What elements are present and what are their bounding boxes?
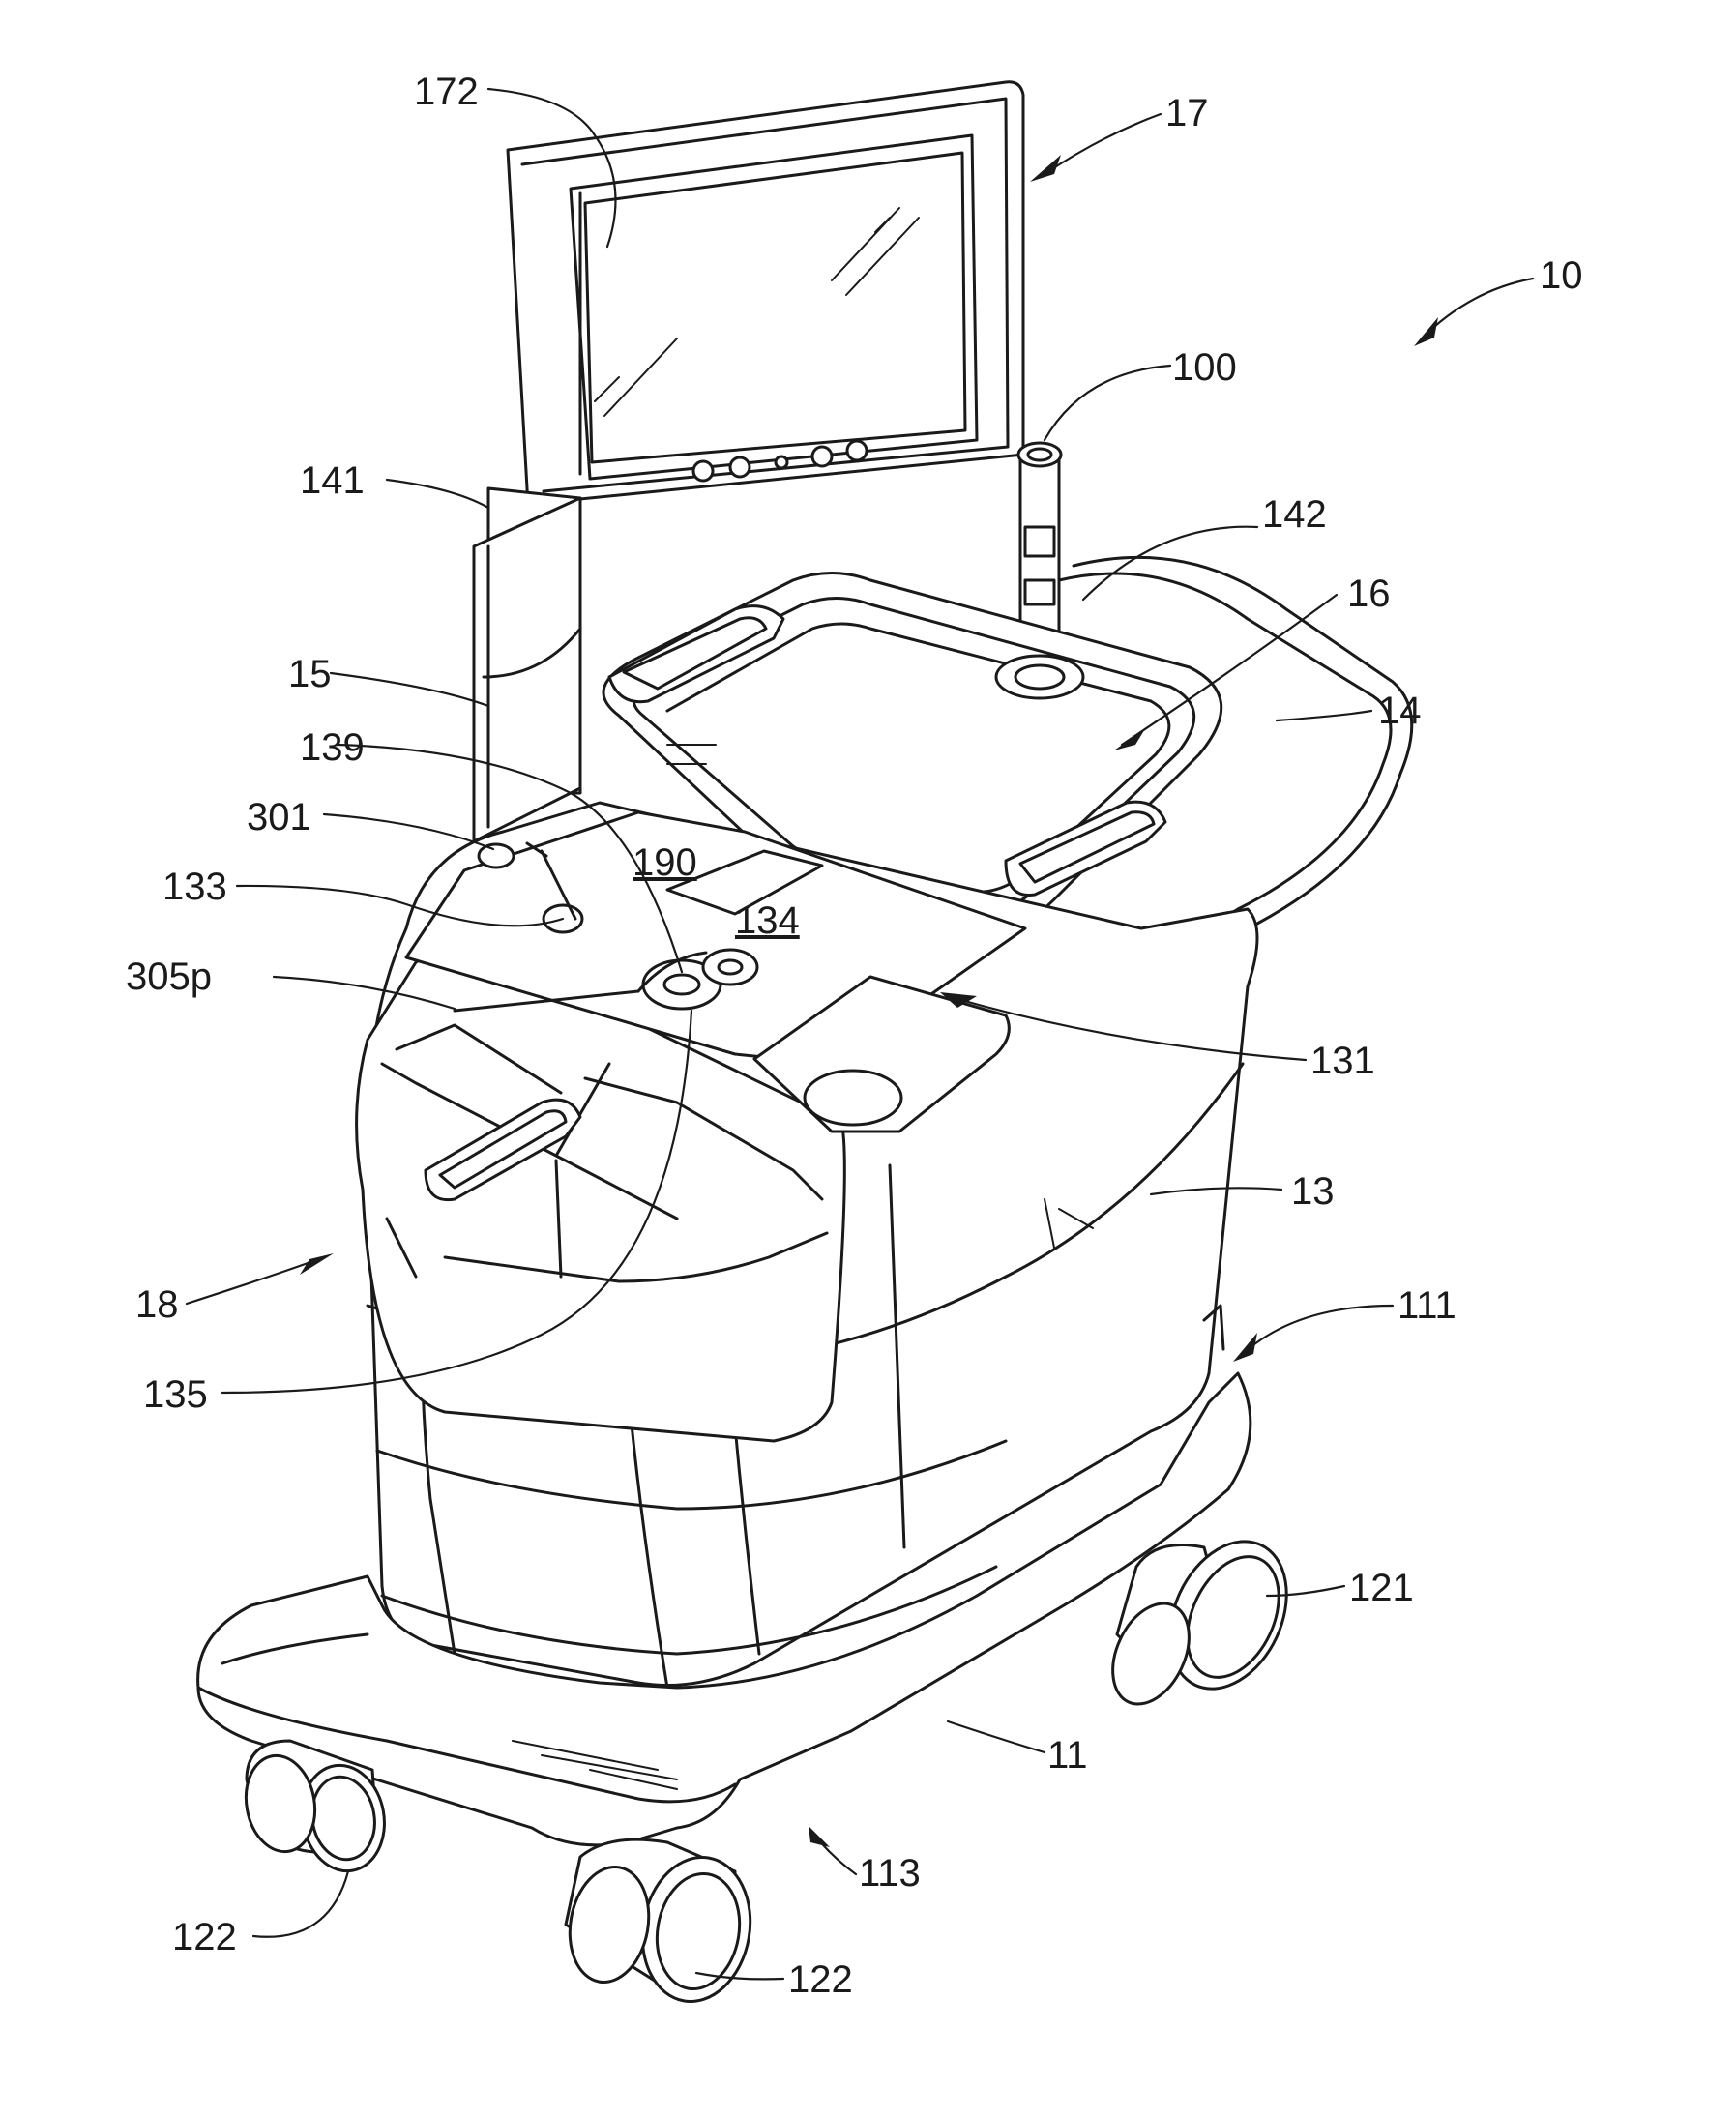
label-122-front: 122 — [788, 1958, 853, 2001]
side-holder — [474, 488, 580, 841]
label-17: 17 — [1165, 92, 1209, 134]
caster-wheel-122-front — [561, 1839, 761, 2010]
label-190: 190 — [633, 841, 697, 884]
label-111: 111 — [1398, 1284, 1456, 1327]
label-13: 13 — [1291, 1170, 1335, 1213]
label-134: 134 — [735, 899, 800, 942]
label-11: 11 — [1047, 1734, 1088, 1777]
label-10: 10 — [1540, 254, 1583, 297]
label-14: 14 — [1378, 690, 1422, 732]
label-100: 100 — [1172, 346, 1237, 389]
label-141: 141 — [300, 459, 365, 502]
label-121: 121 — [1349, 1567, 1414, 1609]
label-135: 135 — [143, 1373, 208, 1416]
label-113: 113 — [859, 1852, 921, 1895]
label-305p: 305p — [126, 956, 212, 998]
label-18: 18 — [135, 1283, 179, 1326]
label-15: 15 — [288, 653, 332, 695]
label-139: 139 — [300, 726, 365, 769]
label-122-left: 122 — [172, 1916, 237, 1958]
label-301: 301 — [247, 796, 311, 838]
display-monitor — [508, 82, 1023, 503]
label-172: 172 — [414, 71, 479, 113]
label-133: 133 — [162, 866, 227, 908]
label-16: 16 — [1347, 573, 1391, 615]
label-131: 131 — [1310, 1040, 1375, 1082]
label-142: 142 — [1262, 493, 1327, 536]
